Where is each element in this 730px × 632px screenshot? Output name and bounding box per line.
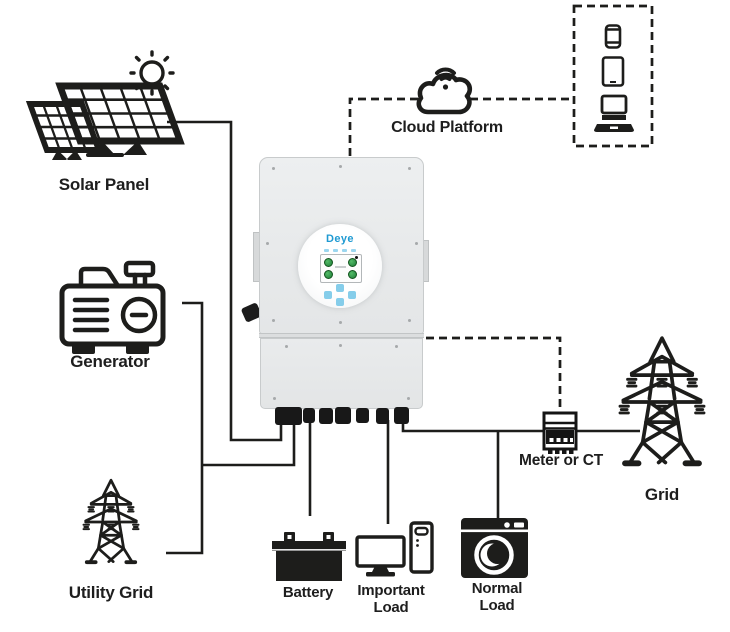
gauge-icon [348,270,357,279]
screw [272,319,275,322]
cable-gland-grid [394,407,409,424]
wire-generator-utility [166,301,204,555]
gauge-icon [324,270,333,279]
status-icons-row [298,249,382,252]
inverter-display-area: Deye [298,224,382,308]
cable-gland [356,408,369,423]
inverter-wiring-compartment [260,338,423,409]
screen-text [335,266,346,268]
laptop-icon [594,94,634,132]
utility-grid-tower-icon [82,478,140,565]
cloud-platform-label: Cloud Platform [391,119,503,136]
wire-inverter-to-meter-comm [426,336,562,414]
touch-button-icon [348,291,356,299]
screw [272,167,275,170]
screw [266,242,269,245]
wire-solar-to-inverter [167,120,283,442]
wire-inverter-to-cloud [348,97,421,156]
washing-machine-icon [461,518,528,578]
battery-icon [272,532,346,581]
solar-panel-label: Solar Panel [58,175,150,194]
cloud-outline [416,72,473,115]
screw [339,321,342,324]
solar-panel-icon [25,50,185,160]
touch-button-icon [336,284,344,292]
screw [285,345,288,348]
cable-gland [335,407,351,424]
energy-meter-icon [542,411,578,454]
cable-gland [319,408,333,424]
utility-grid-label: Utility Grid [68,583,154,602]
touch-button-icon [324,291,332,299]
cloud-platform-icon [416,67,473,115]
generator-icon [59,260,166,354]
screw [273,397,276,400]
screen-dot [355,256,358,259]
normal-load-label: Normal Load [471,580,523,614]
cable-gland-battery [303,408,315,423]
screw [339,165,342,168]
important-load-label: Important Load [357,582,425,616]
screw [408,319,411,322]
tablet-icon [601,56,625,87]
screw [395,345,398,348]
screw [407,397,410,400]
cable-gland-load [376,408,389,424]
screw [339,344,342,347]
computer-icon [355,521,434,577]
battery-label: Battery [282,584,334,601]
grid-label: Grid [644,485,680,504]
smartphone-icon [604,24,622,49]
wifi-icon [435,67,456,81]
generator-label: Generator [70,352,150,371]
screw [408,167,411,170]
grid-tower-icon [618,336,706,467]
touch-button-icon [336,298,344,306]
monitoring-devices-box [572,4,654,148]
wire-inverter-to-grid [401,420,640,433]
screw [415,242,418,245]
deye-logo: Deye [326,233,354,245]
inverter-seam [259,333,424,338]
wire-gen-branch-to-inverter [202,423,296,467]
inverter-lcd-screen [320,254,362,283]
gauge-icon [348,258,357,267]
cable-gland-pv [275,407,302,425]
meter-label: Meter or CT [519,452,603,469]
hybrid-inverter-icon: Deye [240,156,429,425]
gauge-icon [324,258,333,267]
